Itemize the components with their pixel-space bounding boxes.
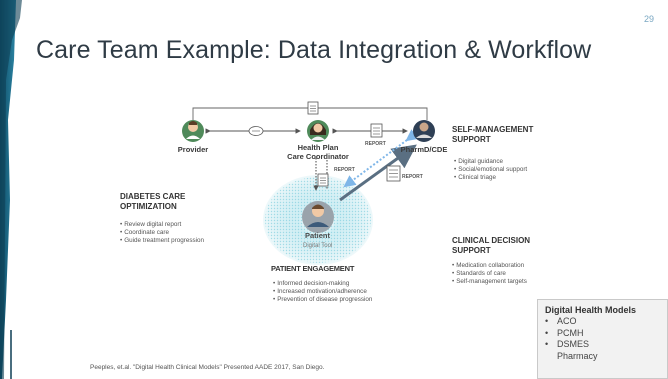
- clinical-decision-list: Medication collaboration Standards of ca…: [452, 262, 527, 287]
- patient-avatar: [302, 201, 334, 233]
- document-icon: [386, 165, 401, 182]
- list-item: Informed decision-making: [273, 280, 372, 288]
- report-label: REPORT: [365, 141, 386, 147]
- care-coordinator-avatar: [307, 120, 329, 142]
- list-item: Digital guidance: [454, 158, 527, 166]
- provider-avatar: [182, 120, 204, 142]
- self-management-heading-line1: SELF-MANAGEMENT: [452, 125, 534, 134]
- list-item-continuation: Pharmacy: [557, 350, 598, 361]
- digital-tool-label: Digital Tool: [303, 243, 333, 249]
- pharmd-avatar: [413, 120, 435, 142]
- accent-side-bar: [0, 0, 22, 379]
- patient-label: Patient: [305, 231, 331, 240]
- report-label: REPORT: [402, 174, 423, 180]
- page-number: 29: [643, 14, 654, 24]
- clinical-decision-heading-line1: CLINICAL DECISION: [452, 236, 531, 245]
- clinical-decision-heading-line2: SUPPORT: [452, 246, 491, 255]
- provider-label: Provider: [177, 145, 209, 154]
- list-item: Standards of care: [452, 270, 527, 278]
- document-icon: [317, 173, 329, 187]
- list-item: •DSMES: [545, 339, 590, 350]
- digital-health-models-title: Digital Health Models: [545, 305, 637, 315]
- pharmd-patient-dotted-arrow: [343, 129, 419, 188]
- self-management-list: Digital guidance Social/emotional suppor…: [454, 158, 527, 183]
- diabetes-care-list: Review digital report Coordinate care Gu…: [120, 221, 204, 246]
- message-icon: [248, 126, 264, 136]
- list-item: •PCMH: [545, 327, 584, 338]
- slide-title: Care Team Example: Data Integration & Wo…: [36, 36, 592, 64]
- care-coordinator-label-line2: Care Coordinator: [287, 152, 349, 161]
- citation: Peeples, et.al. "Digital Health Clinical…: [90, 364, 325, 371]
- patient-engagement-heading: PATIENT ENGAGEMENT: [271, 264, 355, 273]
- digital-health-models-box: Digital Health Models •ACO •PCMH •DSMES …: [537, 299, 668, 379]
- diabetes-care-heading-line2: OPTIMIZATION: [120, 202, 177, 211]
- self-management-heading-line2: SUPPORT: [452, 135, 491, 144]
- digital-health-models-list: •ACO •PCMH •DSMES Pharmacy: [545, 316, 661, 362]
- list-item: Coordinate care: [120, 229, 204, 237]
- list-item: Increased motivation/adherence: [273, 288, 372, 296]
- care-coordinator-label-line1: Health Plan: [297, 143, 339, 152]
- list-item: Prevention of disease progression: [273, 296, 372, 304]
- list-item: Social/emotional support: [454, 166, 527, 174]
- list-item: Review digital report: [120, 221, 204, 229]
- list-item: Medication collaboration: [452, 262, 527, 270]
- list-item: Clinical triage: [454, 174, 527, 182]
- list-item: Guide treatment progression: [120, 237, 204, 245]
- document-icon: [370, 123, 383, 138]
- pharmd-label: PharmD/CDE: [400, 145, 448, 154]
- list-item: •ACO: [545, 316, 577, 326]
- list-item: Self-management targets: [452, 278, 527, 286]
- patient-engagement-list: Informed decision-making Increased motiv…: [273, 280, 372, 305]
- report-label: REPORT: [334, 167, 355, 173]
- diabetes-care-heading-line1: DIABETES CARE: [120, 192, 186, 201]
- document-icon: [307, 101, 319, 115]
